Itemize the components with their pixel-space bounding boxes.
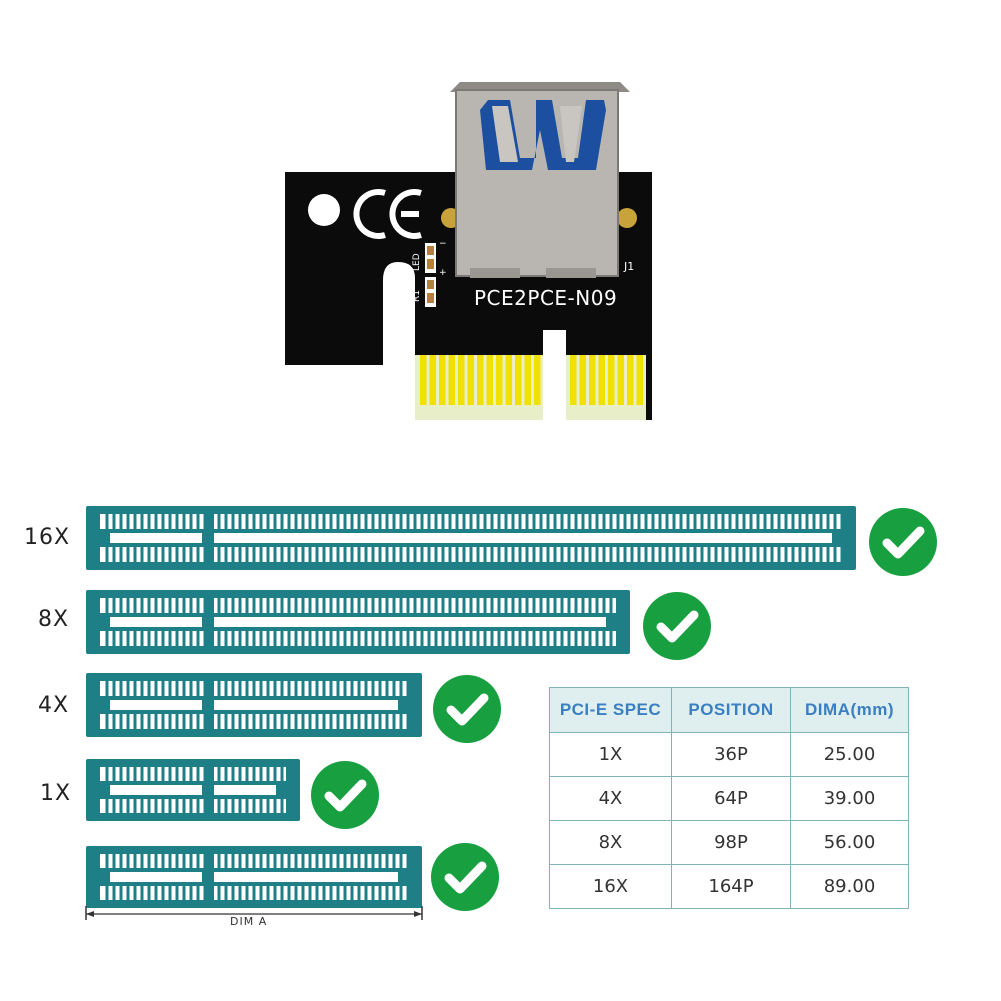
pcie-slot-8x — [86, 590, 630, 654]
mounting-hole — [308, 194, 340, 226]
dimension-line — [85, 906, 423, 920]
slot-label-1x: 1X — [40, 781, 72, 806]
pcie-spec-table: PCI-E SPEC POSITION DIMA(mm) 1X 36P 25.0… — [549, 687, 909, 909]
cell-position: 98P — [671, 820, 791, 865]
pcie-slot-dimension-example — [86, 846, 422, 908]
dimension-label: DIM A — [230, 915, 268, 928]
cell-position: 164P — [671, 864, 791, 909]
cell-position: 64P — [671, 776, 791, 821]
table-row: 8X 98P 56.00 — [549, 820, 909, 865]
r1-label: R1 — [412, 290, 422, 302]
model-label: PCE2PCE-N09 — [474, 286, 617, 310]
check-icon — [643, 592, 711, 660]
led-pad — [425, 243, 436, 273]
header-position: POSITION — [671, 687, 791, 733]
cell-dima: 56.00 — [790, 820, 909, 865]
cell-dima: 89.00 — [790, 864, 909, 909]
check-icon — [433, 675, 501, 743]
check-icon — [869, 508, 937, 576]
cell-spec: 8X — [549, 820, 672, 865]
key-notch — [543, 330, 566, 425]
cell-spec: 4X — [549, 776, 672, 821]
pcie-slot-1x — [86, 759, 300, 821]
pcie-slot-4x — [86, 673, 422, 737]
slot-label-16x: 16X — [24, 525, 71, 550]
plus-label: + — [439, 268, 447, 278]
ce-mark — [353, 189, 422, 239]
cell-dima: 25.00 — [790, 732, 909, 777]
r1-pad — [425, 277, 436, 307]
pcie-slot-16x — [86, 506, 856, 570]
j1-label: J1 — [623, 260, 634, 273]
led-label: LED — [412, 253, 422, 271]
table-row: 16X 164P 89.00 — [549, 864, 909, 909]
cell-dima: 39.00 — [790, 776, 909, 821]
header-dima: DIMA(mm) — [790, 687, 909, 733]
table-row: 4X 64P 39.00 — [549, 776, 909, 821]
screw-pad-right — [617, 208, 637, 228]
check-icon — [431, 843, 499, 911]
riser-board: LED R1 − + J1 PCE2PCE-N09 — [285, 82, 652, 425]
minus-label: − — [439, 239, 447, 249]
usb-port — [450, 82, 630, 278]
check-icon — [311, 761, 379, 829]
cell-position: 36P — [671, 732, 791, 777]
cell-spec: 1X — [549, 732, 672, 777]
table-header-row: PCI-E SPEC POSITION DIMA(mm) — [549, 687, 909, 733]
gold-fingers — [415, 355, 646, 420]
slot-label-8x: 8X — [38, 607, 70, 632]
cell-spec: 16X — [549, 864, 672, 909]
header-spec: PCI-E SPEC — [549, 687, 672, 733]
slot-label-4x: 4X — [38, 693, 70, 718]
table-row: 1X 36P 25.00 — [549, 732, 909, 777]
